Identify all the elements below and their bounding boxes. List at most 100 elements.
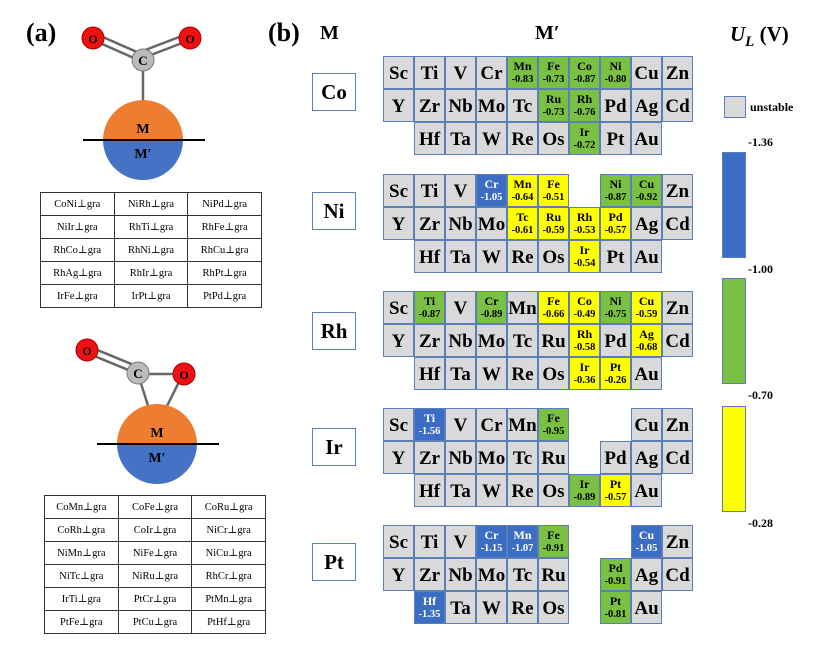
element-symbol: Cu: [634, 415, 659, 436]
ul-unit: (V): [754, 22, 789, 46]
element-symbol: Au: [634, 129, 659, 150]
config-cell: NiRu⊥gra: [117, 564, 193, 588]
element-symbol: Ni: [609, 59, 622, 73]
element-symbol: Mo: [477, 214, 506, 235]
element-symbol: Rh: [576, 327, 593, 341]
element-symbol: V: [453, 532, 468, 553]
metal-m-prime-label-2: M′: [148, 451, 165, 466]
element-cell-zr: Zr: [414, 324, 445, 357]
element-symbol: Ru: [545, 210, 562, 224]
element-symbol: Pd: [604, 331, 627, 352]
element-symbol: Y: [391, 565, 406, 586]
element-cell-v: V: [445, 174, 476, 207]
element-cell-ru: Ru-0.73: [538, 89, 569, 122]
panel-b-label: (b): [268, 18, 300, 47]
element-cell-tc: Tc: [507, 441, 538, 474]
metal-m-sphere-2: [117, 404, 197, 444]
element-cell-tc: Tc: [507, 89, 538, 122]
config-cell: RhIr⊥gra: [113, 261, 189, 285]
element-cell-au: Au: [631, 474, 662, 507]
element-cell-os: Os: [538, 591, 569, 624]
co2-sideon-adsorption-diagram: O C O M M′: [75, 338, 219, 484]
config-cell: RhTi⊥gra: [113, 215, 189, 239]
element-cell-mo: Mo: [476, 324, 507, 357]
host-metal-pt: Pt: [312, 543, 356, 581]
element-symbol: Pd: [608, 210, 623, 224]
limiting-potential-value: -0.83: [511, 74, 534, 85]
element-cell-nb: Nb: [445, 441, 476, 474]
element-cell-ni: Ni-0.80: [600, 56, 631, 89]
limiting-potential-value: -0.64: [511, 192, 534, 203]
element-symbol: Co: [577, 59, 592, 73]
element-symbol: Re: [511, 129, 534, 150]
element-cell-pd: Pd: [600, 441, 631, 474]
element-symbol: Cr: [484, 294, 499, 308]
element-cell-pt: Pt: [600, 240, 631, 273]
config-cell: PtCu⊥gra: [117, 610, 193, 634]
limiting-potential-value: -0.49: [573, 309, 596, 320]
element-symbol: W: [482, 129, 501, 150]
element-symbol: Cu: [638, 294, 655, 308]
element-symbol: Ir: [579, 360, 590, 374]
element-cell-w: W: [476, 474, 507, 507]
element-cell-ni: Ni-0.87: [600, 174, 631, 207]
element-cell-tc: Tc: [507, 558, 538, 591]
element-cell-ag: Ag: [631, 207, 662, 240]
element-symbol: Y: [391, 331, 406, 352]
element-symbol: V: [453, 181, 468, 202]
element-cell-ir: Ir-0.72: [569, 122, 600, 155]
element-cell-ni: Ni-0.75: [600, 291, 631, 324]
element-cell-os: Os: [538, 240, 569, 273]
host-metal-rh: Rh: [312, 312, 356, 350]
element-symbol: Pt: [609, 477, 622, 491]
element-symbol: Ti: [420, 532, 439, 553]
config-cell: NiPd⊥gra: [187, 192, 262, 216]
element-symbol: Os: [542, 481, 565, 502]
element-cell-re: Re: [507, 357, 538, 390]
element-symbol: Mn: [513, 59, 532, 73]
oxygen-label-side: O: [179, 368, 188, 382]
element-cell-rh: Rh-0.58: [569, 324, 600, 357]
element-cell-w: W: [476, 357, 507, 390]
element-cell-v: V: [445, 291, 476, 324]
element-symbol: Nb: [448, 96, 473, 117]
element-symbol: Zn: [665, 532, 690, 553]
legend-tick-3: -0.70: [748, 388, 773, 402]
element-symbol: Cd: [665, 448, 690, 469]
panel-a-label: (a): [26, 18, 57, 47]
element-cell-fe: Fe-0.51: [538, 174, 569, 207]
config-cell: RhNi⊥gra: [113, 238, 189, 262]
element-symbol: Re: [511, 598, 534, 619]
config-cell: RhFe⊥gra: [187, 215, 262, 239]
config-cell: IrTi⊥gra: [44, 587, 119, 611]
element-symbol: Sc: [389, 298, 408, 319]
oxygen-label-top: O: [82, 344, 91, 358]
metal-m-prime-sphere-2: [117, 444, 197, 484]
element-cell-sc: Sc: [383, 525, 414, 558]
oxygen-atom-left: [81, 26, 105, 50]
element-cell-cd: Cd: [662, 558, 693, 591]
limiting-potential-value: -0.87: [418, 309, 441, 320]
element-symbol: Rh: [576, 210, 593, 224]
element-cell-cr: Cr: [476, 56, 507, 89]
element-symbol: Zn: [665, 63, 690, 84]
element-symbol: Cr: [480, 415, 503, 436]
element-symbol: W: [482, 598, 501, 619]
element-cell-mo: Mo: [476, 89, 507, 122]
element-symbol: W: [482, 364, 501, 385]
limiting-potential-value: -0.53: [573, 225, 596, 236]
limiting-potential-value: -0.73: [542, 107, 565, 118]
limiting-potential-value: -0.95: [542, 426, 565, 437]
config-cell: NiIr⊥gra: [40, 215, 115, 239]
element-symbol: Co: [577, 294, 592, 308]
limiting-potential-value: -0.68: [635, 342, 658, 353]
element-cell-zn: Zn: [662, 408, 693, 441]
carbon-atom-2: [126, 361, 150, 385]
element-cell-w: W: [476, 240, 507, 273]
element-symbol: Tc: [512, 331, 533, 352]
